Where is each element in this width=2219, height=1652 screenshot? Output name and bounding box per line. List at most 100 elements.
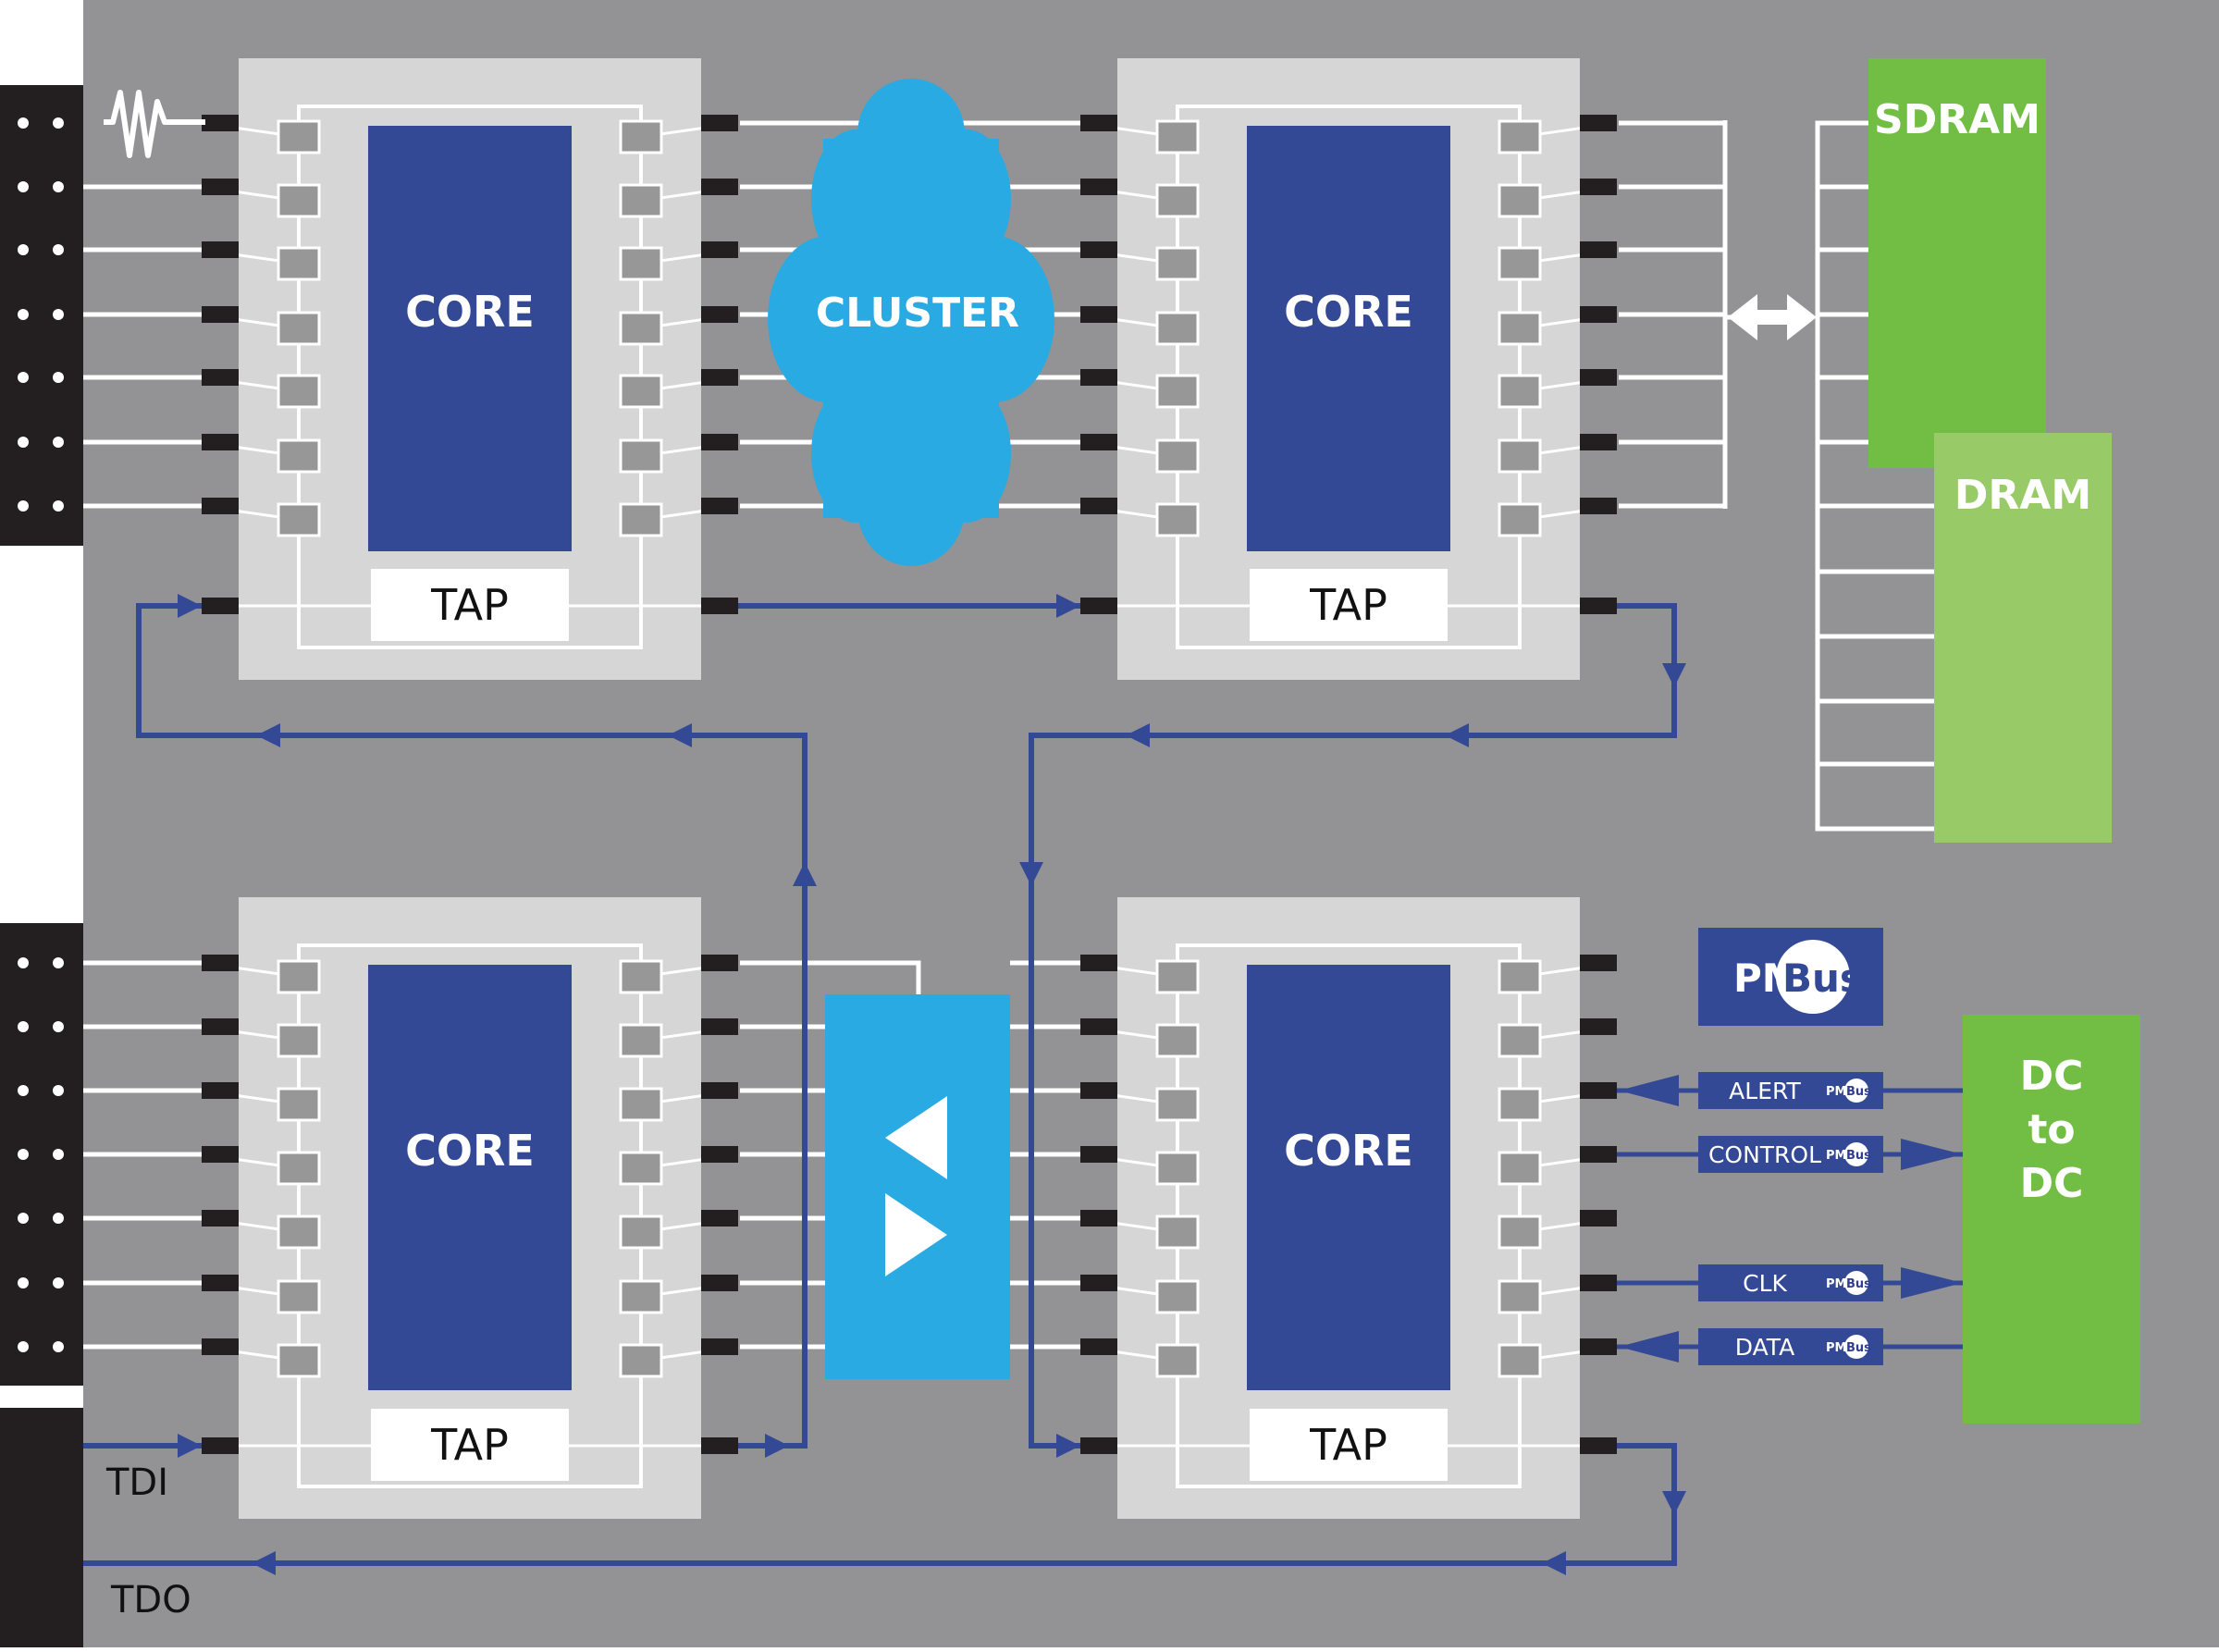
core-block — [1247, 965, 1450, 1390]
sdram-label: SDRAM — [1874, 96, 2040, 143]
scan-cell — [1155, 959, 1200, 994]
pin-pad — [1080, 241, 1117, 258]
pin-pad — [1580, 1018, 1617, 1035]
pin-pad — [1580, 955, 1617, 971]
pmbus-logo-pm: PM — [1733, 955, 1801, 1001]
tdo-label: TDO — [110, 1579, 191, 1621]
buffer-body — [825, 994, 1010, 1379]
scan-cell — [619, 438, 663, 474]
pin-pad — [701, 498, 738, 514]
scan-cell — [1498, 183, 1542, 218]
scan-cell — [277, 1023, 321, 1058]
pin-pad — [202, 369, 239, 386]
connector-middle-pin-dot — [53, 1213, 64, 1224]
pin-pad — [1580, 369, 1617, 386]
arrow-left-icon — [1619, 1331, 1679, 1362]
pin-pad — [1080, 1146, 1117, 1163]
tap-block — [371, 1409, 569, 1481]
pin-pad — [701, 179, 738, 195]
dcdc-line3: DC — [2020, 1160, 2084, 1207]
arrow-icon — [178, 594, 202, 618]
scan-cell — [1155, 502, 1200, 537]
scan-cell — [277, 502, 321, 537]
core-label: CORE — [405, 287, 535, 337]
pin-pad — [202, 1018, 239, 1035]
dc-dc-converter: DC to DC — [1963, 1015, 2140, 1424]
signal-label: DATA — [1735, 1334, 1794, 1361]
core-block — [368, 965, 572, 1390]
arrow-icon — [1662, 663, 1686, 687]
signal-label: ALERT — [1729, 1078, 1801, 1104]
scan-cell — [619, 1151, 663, 1186]
pin-pad — [701, 369, 738, 386]
arrow-icon — [1126, 723, 1150, 747]
tdi-pad — [202, 598, 239, 614]
connector-middle-pin-dot — [53, 1277, 64, 1288]
sdram-chip — [1868, 58, 2046, 468]
scan-cell — [1498, 1151, 1542, 1186]
scan-cell — [619, 183, 663, 218]
pin-pad — [1580, 1146, 1617, 1163]
tdo-pad — [701, 1437, 738, 1454]
connector-middle-pin-dot — [18, 1213, 29, 1224]
pin-pad — [1080, 179, 1117, 195]
connector-top-pin-dot — [18, 117, 29, 129]
scan-cell — [619, 311, 663, 346]
scan-cell — [1498, 1214, 1542, 1250]
scan-cell — [277, 1343, 321, 1378]
triangle-right-icon — [885, 1193, 947, 1276]
arrow-icon — [1542, 1551, 1566, 1575]
pmbus-badge-pm: PM — [1826, 1149, 1846, 1163]
connector-top-pin-dot — [18, 181, 29, 192]
pmbus-badge-icon — [1844, 1271, 1868, 1295]
pin-pad — [202, 1275, 239, 1291]
tap-block — [371, 569, 569, 641]
arrow-right-icon — [1901, 1267, 1963, 1299]
pmbus-logo: PM Bus — [1698, 928, 1883, 1026]
pin-pad — [1580, 434, 1617, 450]
scan-cell — [1498, 374, 1542, 409]
scan-cell — [1155, 1151, 1200, 1186]
pin-pad — [701, 434, 738, 450]
connector-middle-pin-dot — [18, 957, 29, 968]
scan-cell — [1498, 1087, 1542, 1122]
scan-cell — [277, 959, 321, 994]
dcdc-line1: DC — [2020, 1053, 2084, 1100]
scan-cell — [619, 119, 663, 154]
pin-pad — [1080, 1338, 1117, 1355]
wire — [740, 960, 921, 994]
pin-pad — [1080, 306, 1117, 323]
connector-top-pin-dot — [53, 500, 64, 512]
arrow-icon — [178, 1434, 202, 1458]
pin-pad — [202, 115, 239, 131]
pin-pad — [202, 241, 239, 258]
scan-cell — [1155, 311, 1200, 346]
scan-cell — [277, 1087, 321, 1122]
pin-pad — [1080, 434, 1117, 450]
triangle-left-icon — [885, 1096, 947, 1179]
dcdc-line2: to — [2028, 1106, 2075, 1153]
pin-pad — [202, 306, 239, 323]
pmbus-badge-bus: Bus — [1846, 1341, 1871, 1355]
signal-label: CONTROL — [1708, 1141, 1821, 1168]
scan-cell — [619, 1214, 663, 1250]
scan-cell — [619, 1343, 663, 1378]
scan-cell — [1498, 246, 1542, 281]
pin-pad — [1080, 369, 1117, 386]
scan-cell — [1155, 1343, 1200, 1378]
scan-cell — [277, 1151, 321, 1186]
pin-pad — [202, 1146, 239, 1163]
pin-pad — [1080, 1082, 1117, 1099]
connector-middle-pin-dot — [53, 1021, 64, 1032]
scan-cell — [1155, 374, 1200, 409]
connector-top-pin-dot — [18, 372, 29, 383]
pmbus-badge-pm: PM — [1826, 1341, 1846, 1355]
scan-cell — [277, 438, 321, 474]
pin-pad — [202, 955, 239, 971]
scan-cell — [619, 246, 663, 281]
pin-pad — [202, 434, 239, 450]
scan-cell — [1155, 1214, 1200, 1250]
scan-cell — [1498, 959, 1542, 994]
arrow-icon — [765, 1434, 789, 1458]
